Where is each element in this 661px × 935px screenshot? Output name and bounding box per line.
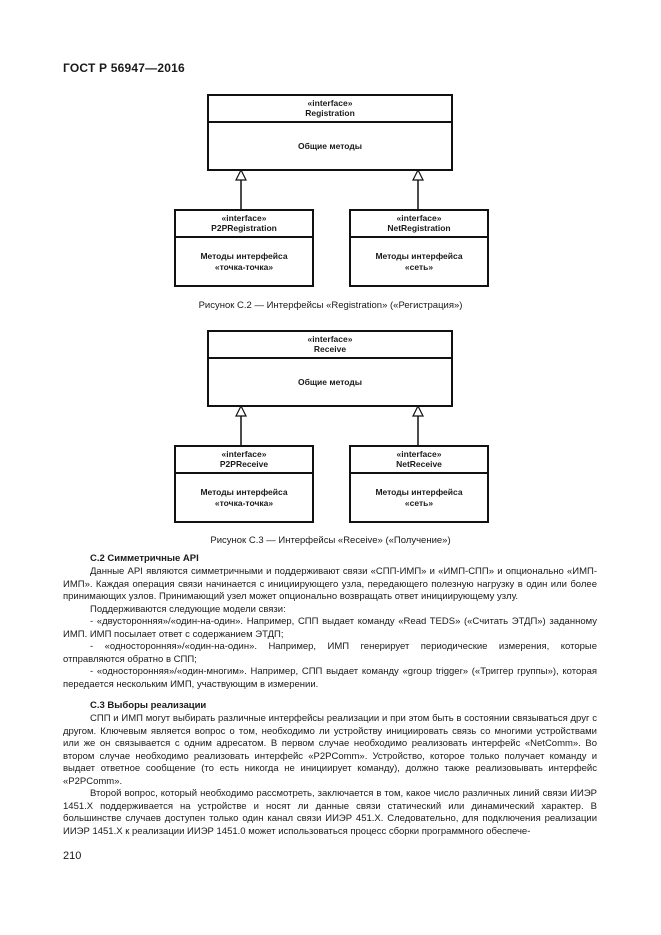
stereotype-label: «interface»	[221, 213, 267, 223]
methods-label: Методы интерфейса	[375, 250, 463, 261]
section-c2-text: Данные API являются симметричными и подд…	[63, 566, 597, 691]
paragraph: СПП и ИМП могут выбирать различные интер…	[63, 713, 597, 787]
interface-name: P2PRegistration	[211, 223, 277, 233]
methods-type-label: «сеть»	[404, 497, 434, 508]
stereotype-label: «interface»	[307, 334, 353, 344]
section-c3-title: С.3 Выборы реализации	[90, 700, 207, 711]
arrow-head-icon	[412, 168, 424, 181]
interface-box-netregistration: «interface» NetRegistration Методы интер…	[349, 209, 489, 287]
interface-box-p2pregistration: «interface» P2PRegistration Методы интер…	[174, 209, 314, 287]
interface-box-registration: «interface» Registration Общие методы	[207, 94, 453, 171]
interface-name: Receive	[313, 344, 347, 354]
methods-label: Методы интерфейса	[200, 486, 288, 497]
paragraph: Поддерживаются следующие модели связи:	[90, 603, 286, 615]
stereotype-label: «interface»	[307, 98, 353, 108]
interface-name: P2PReceive	[219, 459, 269, 469]
paragraph: Второй вопрос, который необходимо рассмо…	[63, 788, 597, 837]
interface-box-netreceive: «interface» NetReceive Методы интерфейса…	[349, 445, 489, 523]
arrow-head-icon	[412, 404, 424, 417]
inheritance-arrows	[235, 168, 424, 209]
interface-name: Registration	[305, 108, 355, 118]
arrow-head-icon	[235, 404, 247, 417]
document-code: ГОСТ Р 56947—2016	[63, 61, 185, 75]
methods-label: Общие методы	[297, 140, 363, 151]
methods-label: Общие методы	[297, 376, 363, 387]
methods-label: Методы интерфейса	[200, 250, 288, 261]
figure-c3-caption: Рисунок С.3 — Интерфейсы «Receive» («Пол…	[210, 535, 451, 546]
stereotype-label: «interface»	[396, 213, 442, 223]
stereotype-label: «interface»	[396, 449, 442, 459]
methods-type-label: «точка-точка»	[214, 497, 274, 508]
section-c2-title: С.2 Симметричные API	[90, 553, 199, 564]
interface-box-receive: «interface» Receive Общие методы	[207, 330, 453, 407]
stereotype-label: «interface»	[221, 449, 267, 459]
methods-type-label: «сеть»	[404, 261, 434, 272]
inheritance-arrows	[235, 404, 424, 445]
list-item: - «односторонняя»/«один-многим». Наприме…	[63, 666, 597, 690]
paragraph: Данные API являются симметричными и подд…	[63, 566, 597, 602]
interface-name: NetReceive	[396, 459, 442, 469]
list-item: - «двусторонняя»/«один-на-один». Наприме…	[63, 616, 597, 640]
methods-label: Методы интерфейса	[375, 486, 463, 497]
interface-name: NetRegistration	[387, 223, 451, 233]
interface-box-p2preceive: «interface» P2PReceive Методы интерфейса…	[174, 445, 314, 523]
methods-type-label: «точка-точка»	[214, 261, 274, 272]
page-number: 210	[63, 850, 82, 862]
section-c3-text: СПП и ИМП могут выбирать различные интер…	[63, 713, 597, 838]
arrow-head-icon	[235, 168, 247, 181]
list-item: - «односторонняя»/«один-на-один». Наприм…	[63, 641, 597, 665]
figure-c2-caption: Рисунок С.2 — Интерфейсы «Registration» …	[198, 300, 463, 311]
